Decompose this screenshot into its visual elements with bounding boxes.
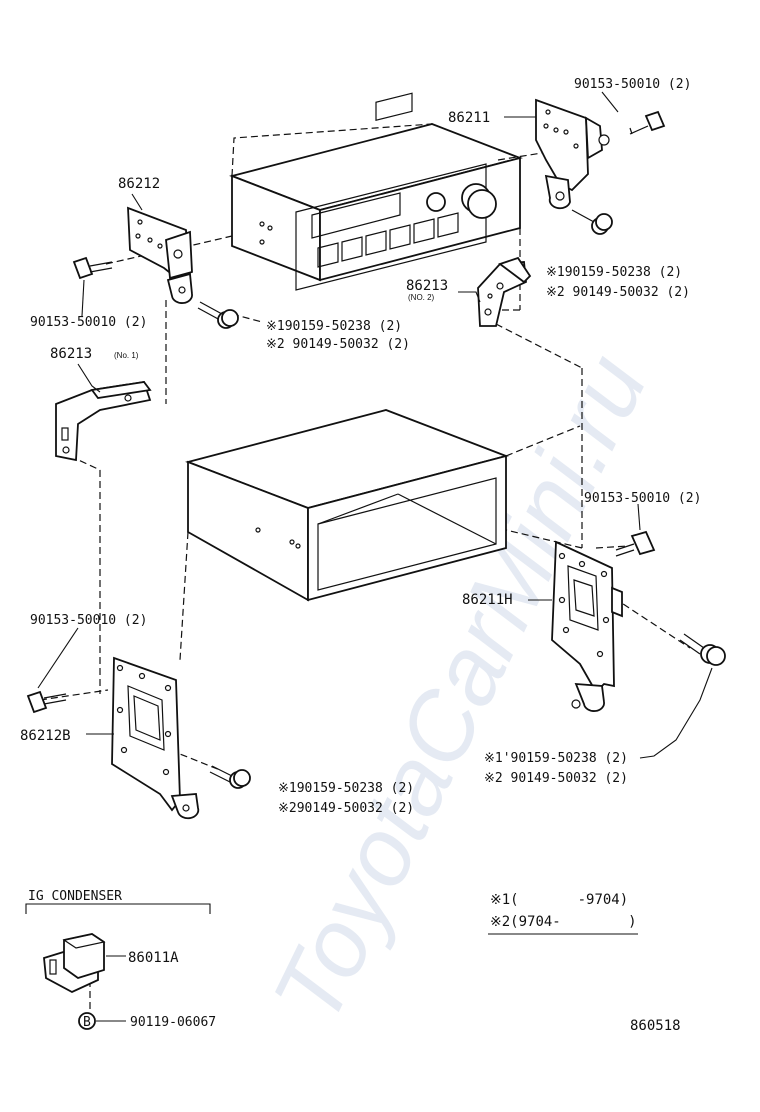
bolt-left-upper [72,256,113,280]
diagram-code: 860518 [630,1018,681,1034]
ig-condenser-group [25,903,211,1030]
label-screw-right-upper-2: ※2 90149-50032 (2) [546,285,690,300]
label-bolt-left-lower: 90153-50010 (2) [30,613,147,628]
label-screw-left-lower-2: ※290149-50032 (2) [278,801,414,816]
stay-no1 [55,380,152,462]
label-86213-no1: 86213 [50,346,92,362]
condenser-title: IG CONDENSER [28,889,122,904]
screw-right-upper [571,209,613,235]
label-screw-left-upper-2: ※2 90149-50032 (2) [266,337,410,352]
label-86211h: 86211H [462,592,513,608]
bolt-marker-letter: B [83,1015,91,1030]
bracket-right-upper [535,98,610,210]
label-condenser-bolt: 90119-06067 [130,1015,216,1030]
label-bolt-right-upper: 90153-50010 (2) [574,77,691,92]
radio-unit [229,92,523,291]
screw-right-lower [679,633,726,666]
label-86211: 86211 [448,110,490,126]
label-86212: 86212 [118,176,160,192]
bolt-left-lower [26,690,67,714]
screw-left-lower [209,765,251,789]
bracket-right-lower [551,540,623,712]
legend-note-1: ※1( -9704) [490,892,628,908]
label-screw-right-lower-2: ※2 90149-50032 (2) [484,771,628,786]
label-screw-left-lower-1: ※190159-50238 (2) [278,781,414,796]
label-screw-right-lower-1: ※1'90159-50238 (2) [484,751,628,766]
bracket-left-upper [127,206,193,304]
label-86212b: 86212B [20,728,71,744]
label-86213-no1-note: (No. 1) [114,351,139,360]
label-screw-right-upper-1: ※190159-50238 (2) [546,265,682,280]
leader-lines [37,91,713,1022]
label-bolt-left-upper: 90153-50010 (2) [30,315,147,330]
mounting-box [185,409,509,602]
label-bolt-right-lower: 90153-50010 (2) [584,491,701,506]
bolt-marker-circle [78,1012,96,1030]
bolt-right-lower [615,530,656,557]
stay-no2 [477,256,532,327]
bracket-left-lower [111,656,200,820]
label-86213-no2: 86213 [406,278,448,294]
screw-left-upper [197,301,239,329]
legend-note-2: ※2(9704- ) [490,914,637,930]
label-86213-no2-note: (NO. 2) [408,293,435,302]
label-86011a: 86011A [128,950,179,966]
bolt-right-upper [629,110,666,135]
label-screw-left-upper-1: ※190159-50238 (2) [266,319,402,334]
